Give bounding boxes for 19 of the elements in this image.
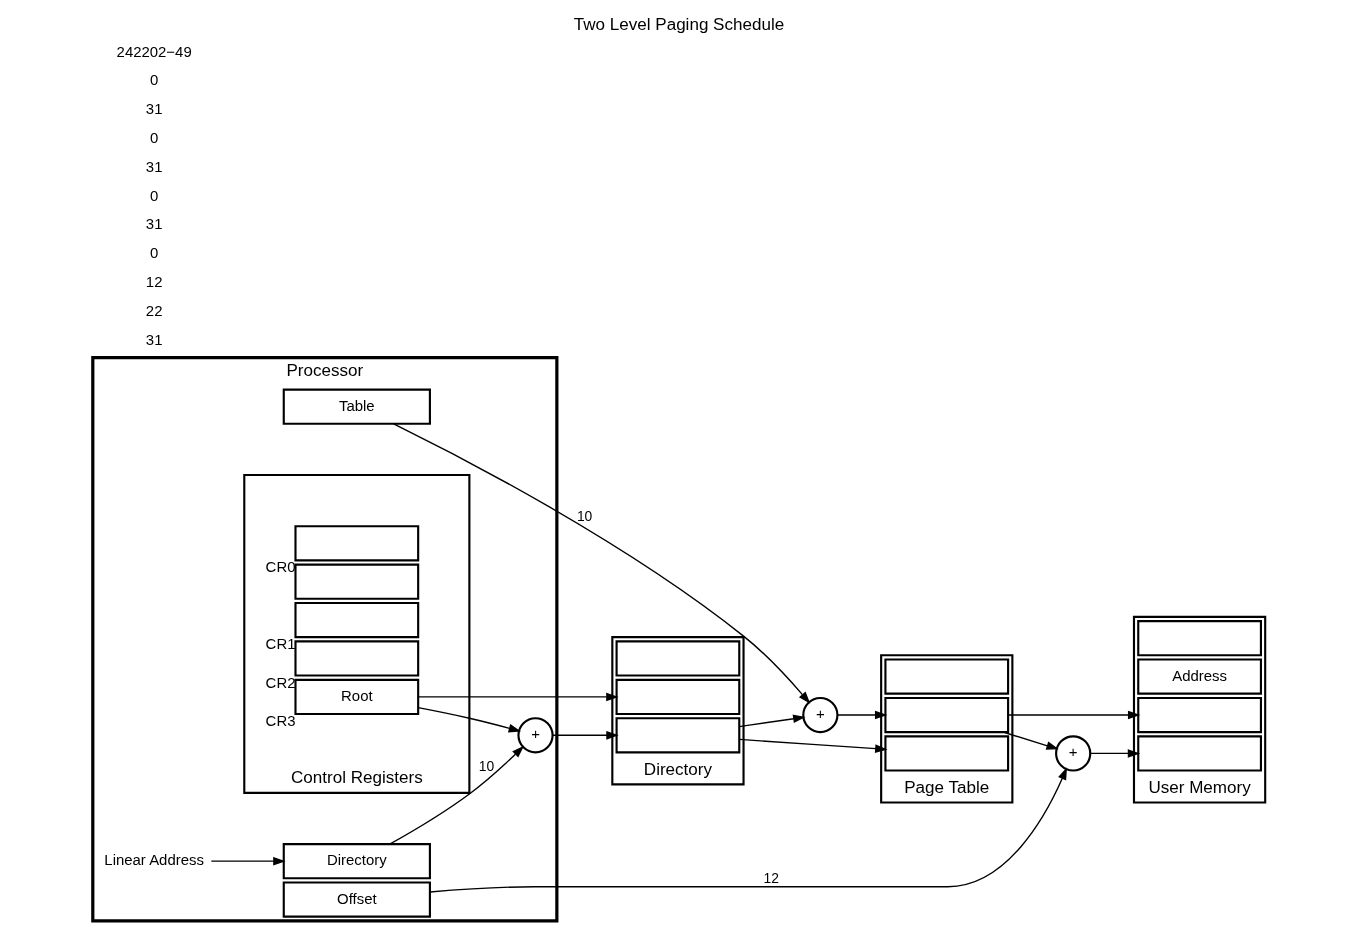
label: 31 bbox=[145, 157, 163, 175]
label: 22 bbox=[145, 301, 163, 319]
node-label: CR1 bbox=[265, 635, 296, 653]
edge-label: 12 bbox=[763, 869, 779, 886]
label: 0 bbox=[149, 128, 159, 146]
node-text: Linear Address bbox=[104, 851, 204, 869]
label: 242202−49 bbox=[116, 42, 192, 60]
node-label: CR0 bbox=[265, 558, 296, 576]
edge-label: 10 bbox=[478, 757, 495, 774]
diagram-title: Two Level Paging Schedule bbox=[573, 15, 785, 35]
edge-label: 10 bbox=[576, 508, 593, 525]
label: 0 bbox=[149, 186, 159, 204]
node-label: CR3 bbox=[265, 711, 296, 729]
label: 31 bbox=[145, 215, 163, 233]
label: 31 bbox=[145, 330, 163, 348]
label: 0 bbox=[149, 71, 159, 89]
label: 0 bbox=[149, 244, 159, 262]
label: 31 bbox=[145, 100, 163, 118]
label: 12 bbox=[145, 272, 163, 290]
